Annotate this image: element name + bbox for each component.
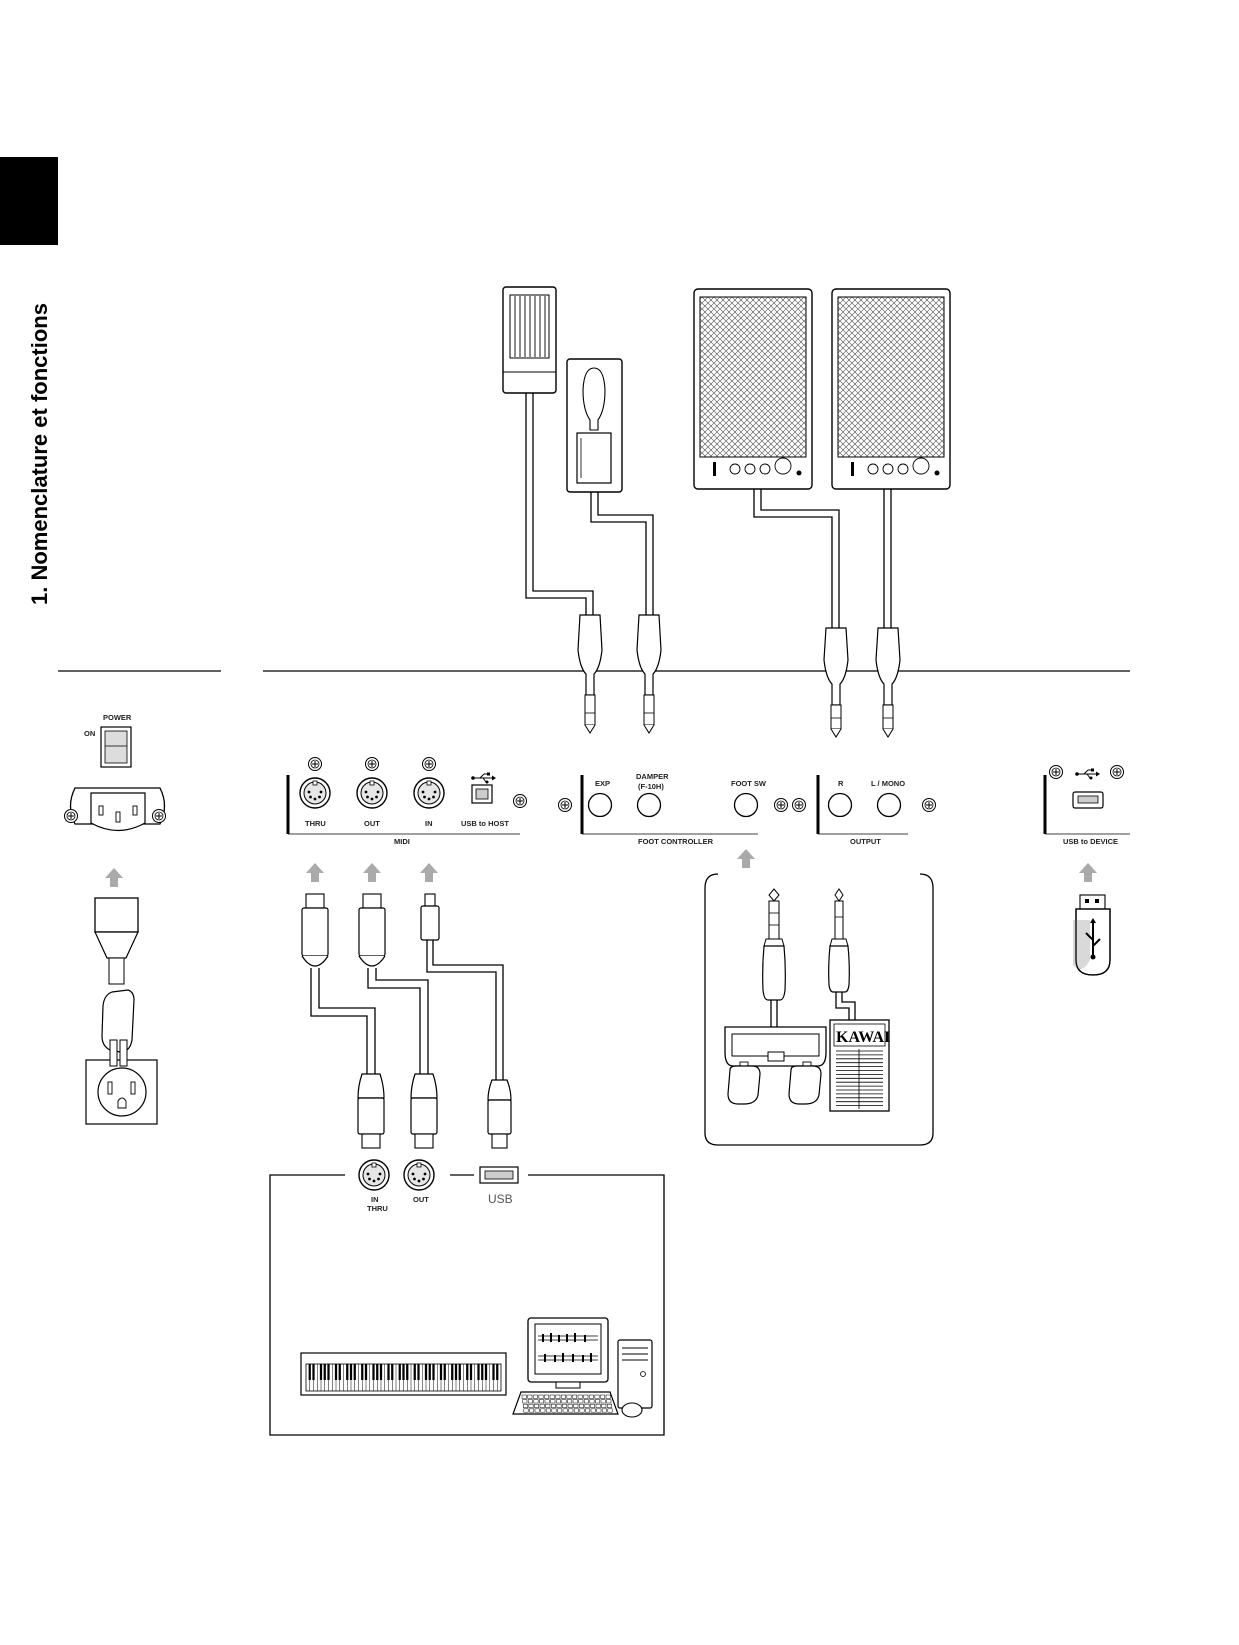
output-l-jack: [876, 792, 902, 818]
pc-usb-label: USB: [488, 1192, 513, 1206]
foot-controller-label: FOOT CONTROLLER: [638, 837, 714, 846]
usb-to-device-label: USB to DEVICE: [1063, 837, 1118, 846]
kawai-logo: KAWAI: [836, 1029, 890, 1046]
on-label: ON: [84, 729, 95, 738]
arrow-up-icon: [737, 849, 755, 868]
output-l-mono-label: L / MONO: [871, 779, 905, 788]
usb-icon: [470, 772, 497, 784]
pc-out-label: OUT: [413, 1195, 429, 1204]
midi-in-label: IN: [425, 819, 433, 828]
output-r-label: R: [838, 779, 844, 788]
usb-to-host-label: USB to HOST: [461, 819, 509, 828]
output-label: OUTPUT: [850, 837, 881, 846]
expression-pedal: [502, 286, 594, 615]
output-r-plug: [823, 627, 849, 738]
foot-switch-area: KAWAI: [704, 873, 934, 1146]
power-cord: [85, 897, 158, 1125]
exp-jack-plug: [577, 614, 603, 734]
midi-panel: THRU OUT IN USB to HOST MIDI: [286, 757, 527, 846]
midi-cables: [301, 893, 512, 1149]
pc-midi-out-port: [403, 1159, 435, 1191]
double-foot-switch: [724, 1026, 827, 1105]
midi-thru-port: [299, 777, 331, 809]
arrow-up-icon: [306, 863, 324, 882]
arrow-up-icon: [105, 868, 123, 887]
output-l-plug: [875, 627, 901, 738]
kawai-pedal: KAWAI: [829, 1019, 890, 1112]
output-r-jack: [827, 792, 853, 818]
midi-thru-label: THRU: [305, 819, 326, 828]
foot-sw-jack: [733, 792, 759, 818]
midi-out-port: [356, 777, 388, 809]
midi-group-label: MIDI: [394, 837, 410, 846]
damper-jack-plug: [636, 614, 662, 734]
damper-label: DAMPER: [636, 772, 669, 781]
arrow-up-icon: [420, 863, 438, 882]
foot-sw-label: FOOT SW: [731, 779, 767, 788]
damper-model-label: (F-10H): [638, 782, 664, 791]
exp-jack: [587, 792, 613, 818]
pc-midi-in-port: [358, 1159, 390, 1191]
speaker-left: [693, 288, 840, 630]
damper-jack: [636, 792, 662, 818]
usb-device-panel: USB to DEVICE: [1043, 765, 1130, 976]
power-section: POWER ON: [64, 713, 166, 887]
power-label: POWER: [103, 713, 132, 722]
arrow-up-icon: [363, 863, 381, 882]
pedal-plug: [828, 888, 856, 1022]
damper-pedal: [566, 358, 654, 615]
computer-icon: [512, 1317, 653, 1418]
exp-label: EXP: [595, 779, 610, 788]
foot-switch-plug: [762, 888, 786, 1028]
arrow-up-icon: [1079, 863, 1097, 882]
output-panel: R L / MONO OUTPUT: [816, 775, 936, 846]
foot-controller-panel: EXP DAMPER (F-10H) FOOT SW FOOT CONTROLL…: [558, 772, 806, 846]
pc-in-label: IN: [371, 1195, 379, 1204]
midi-out-label: OUT: [364, 819, 380, 828]
pc-thru-label: THRU: [367, 1204, 388, 1213]
midi-in-port: [413, 777, 445, 809]
keyboard-icon: [300, 1352, 507, 1396]
computer-box: IN THRU OUT USB: [269, 1159, 665, 1436]
usb-device-icon: [1074, 768, 1101, 780]
section-tab: [0, 157, 58, 245]
speaker-right: [831, 288, 951, 630]
